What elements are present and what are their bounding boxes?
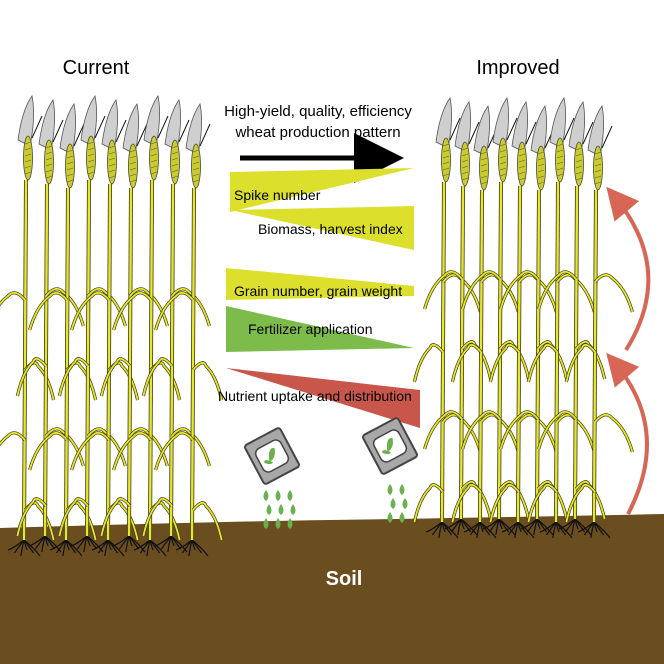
- fertilizer-drop: [287, 490, 293, 501]
- wheat-plant: [423, 101, 493, 536]
- wheat-plant: [0, 95, 56, 557]
- fertilizer-drops-right: [387, 484, 408, 523]
- fertilizer-drop: [275, 518, 281, 529]
- fertilizer-bag-icon-right: [362, 417, 418, 475]
- label-fertilizer: Fertilizer application: [248, 321, 373, 337]
- label-biomass: Biomass, harvest index: [258, 221, 403, 237]
- fertilizer-bag-icon-left: [244, 427, 300, 485]
- label-improved: Improved: [476, 57, 559, 79]
- wedge-biomass: [230, 206, 414, 250]
- label-spike-number: Spike number: [234, 187, 321, 203]
- wheat-field-current: [0, 95, 224, 557]
- wheat-field-improved: [412, 97, 634, 539]
- wheat-plant: [526, 97, 596, 539]
- fertilizer-drop: [263, 518, 269, 529]
- wheat-plant: [461, 97, 531, 536]
- wedge-fertilizer: [226, 306, 414, 352]
- fertilizer-drops-left: [263, 490, 296, 529]
- wheat-plant: [412, 97, 482, 539]
- fertilizer-drop: [278, 504, 284, 515]
- fertilizer-drop: [402, 498, 408, 509]
- wheat-plant: [141, 99, 211, 553]
- soil-ground: [0, 514, 664, 664]
- wedge-nutrient: [226, 368, 420, 428]
- fertilizer-drop: [399, 484, 405, 495]
- fertilizer-drop: [387, 512, 393, 523]
- wheat-plant: [537, 101, 607, 536]
- wedge-spike-number: [230, 168, 414, 212]
- wheat-plant: [154, 103, 224, 557]
- wheat-plant: [564, 105, 634, 539]
- label-grain: Grain number, grain weight: [234, 283, 402, 299]
- label-nutrient: Nutrient uptake and distribution: [218, 388, 412, 404]
- fertilizer-drop: [399, 512, 405, 523]
- label-pattern-line1: High-yield, quality, efficiency: [224, 103, 412, 120]
- fertilizer-drop: [287, 518, 293, 529]
- wheat-plant: [99, 103, 169, 553]
- uptake-arrow-lower: [606, 352, 649, 515]
- fertilizer-drop: [390, 498, 396, 509]
- label-soil: Soil: [326, 568, 363, 590]
- fertilizer-drop: [275, 490, 281, 501]
- label-pattern-line2: wheat production pattern: [234, 124, 400, 141]
- fertilizer-drop: [266, 504, 272, 515]
- wheat-plant: [15, 99, 85, 553]
- fertilizer-drop: [387, 484, 393, 495]
- wheat-plant: [70, 99, 140, 557]
- fertilizer-drop: [263, 490, 269, 501]
- uptake-arrow-upper: [606, 186, 651, 352]
- wheat-plant: [112, 95, 182, 557]
- wheat-plant: [57, 95, 127, 553]
- label-current: Current: [63, 57, 130, 79]
- wedge-grain: [226, 268, 414, 300]
- fertilizer-drop: [290, 504, 296, 515]
